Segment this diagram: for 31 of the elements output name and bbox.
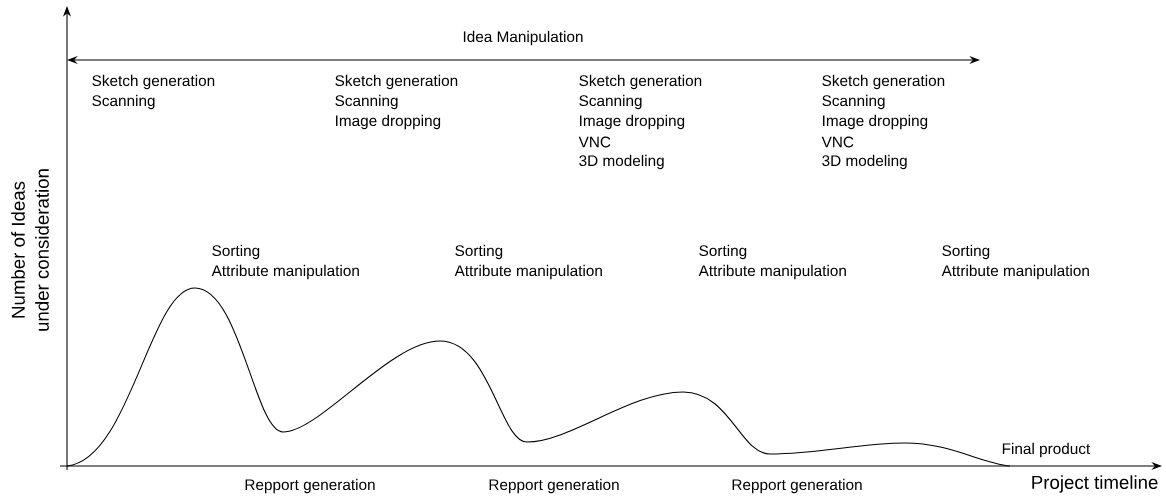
activity-text: Image dropping [823, 114, 928, 130]
activity-text: Attribute manipulation [698, 264, 846, 280]
axis-label: Number of Ideas [11, 181, 25, 318]
activity-text: Attribute manipulation [454, 264, 602, 280]
activity-text: Image dropping [580, 114, 685, 130]
activity-text: VNC [578, 136, 611, 148]
activity-text: Attribute manipulation [211, 264, 359, 280]
axis-label: under consideration [35, 169, 49, 331]
activity-text: Sorting [699, 244, 747, 260]
activity-text: Sorting [455, 244, 503, 260]
activity-text: Sketch generation [92, 74, 215, 90]
phase-label: Repport generation [732, 478, 862, 494]
curve-label: Final product [1002, 442, 1091, 458]
span-label: Idea Manipulation [463, 30, 583, 46]
activity-text: Scanning [822, 94, 885, 110]
activity-text: 3D modeling [579, 154, 664, 170]
activity-text: Sketch generation [579, 74, 702, 90]
activity-text: Sorting [942, 244, 990, 260]
activity-text: Image dropping [336, 114, 441, 130]
activity-text: Attribute manipulation [941, 264, 1089, 280]
activity-text: Sketch generation [335, 74, 458, 90]
axis-label: Project timeline [1032, 475, 1158, 493]
activity-text: Sorting [212, 244, 260, 260]
activity-text: 3D modeling [822, 154, 907, 170]
activity-text: VNC [821, 136, 854, 148]
activity-text: Sketch generation [822, 74, 945, 90]
activity-text: Scanning [579, 94, 642, 110]
activity-text: Scanning [92, 94, 155, 110]
phase-label: Repport generation [245, 478, 375, 494]
activity-text: Scanning [335, 94, 398, 110]
phase-label: Repport generation [489, 478, 619, 494]
